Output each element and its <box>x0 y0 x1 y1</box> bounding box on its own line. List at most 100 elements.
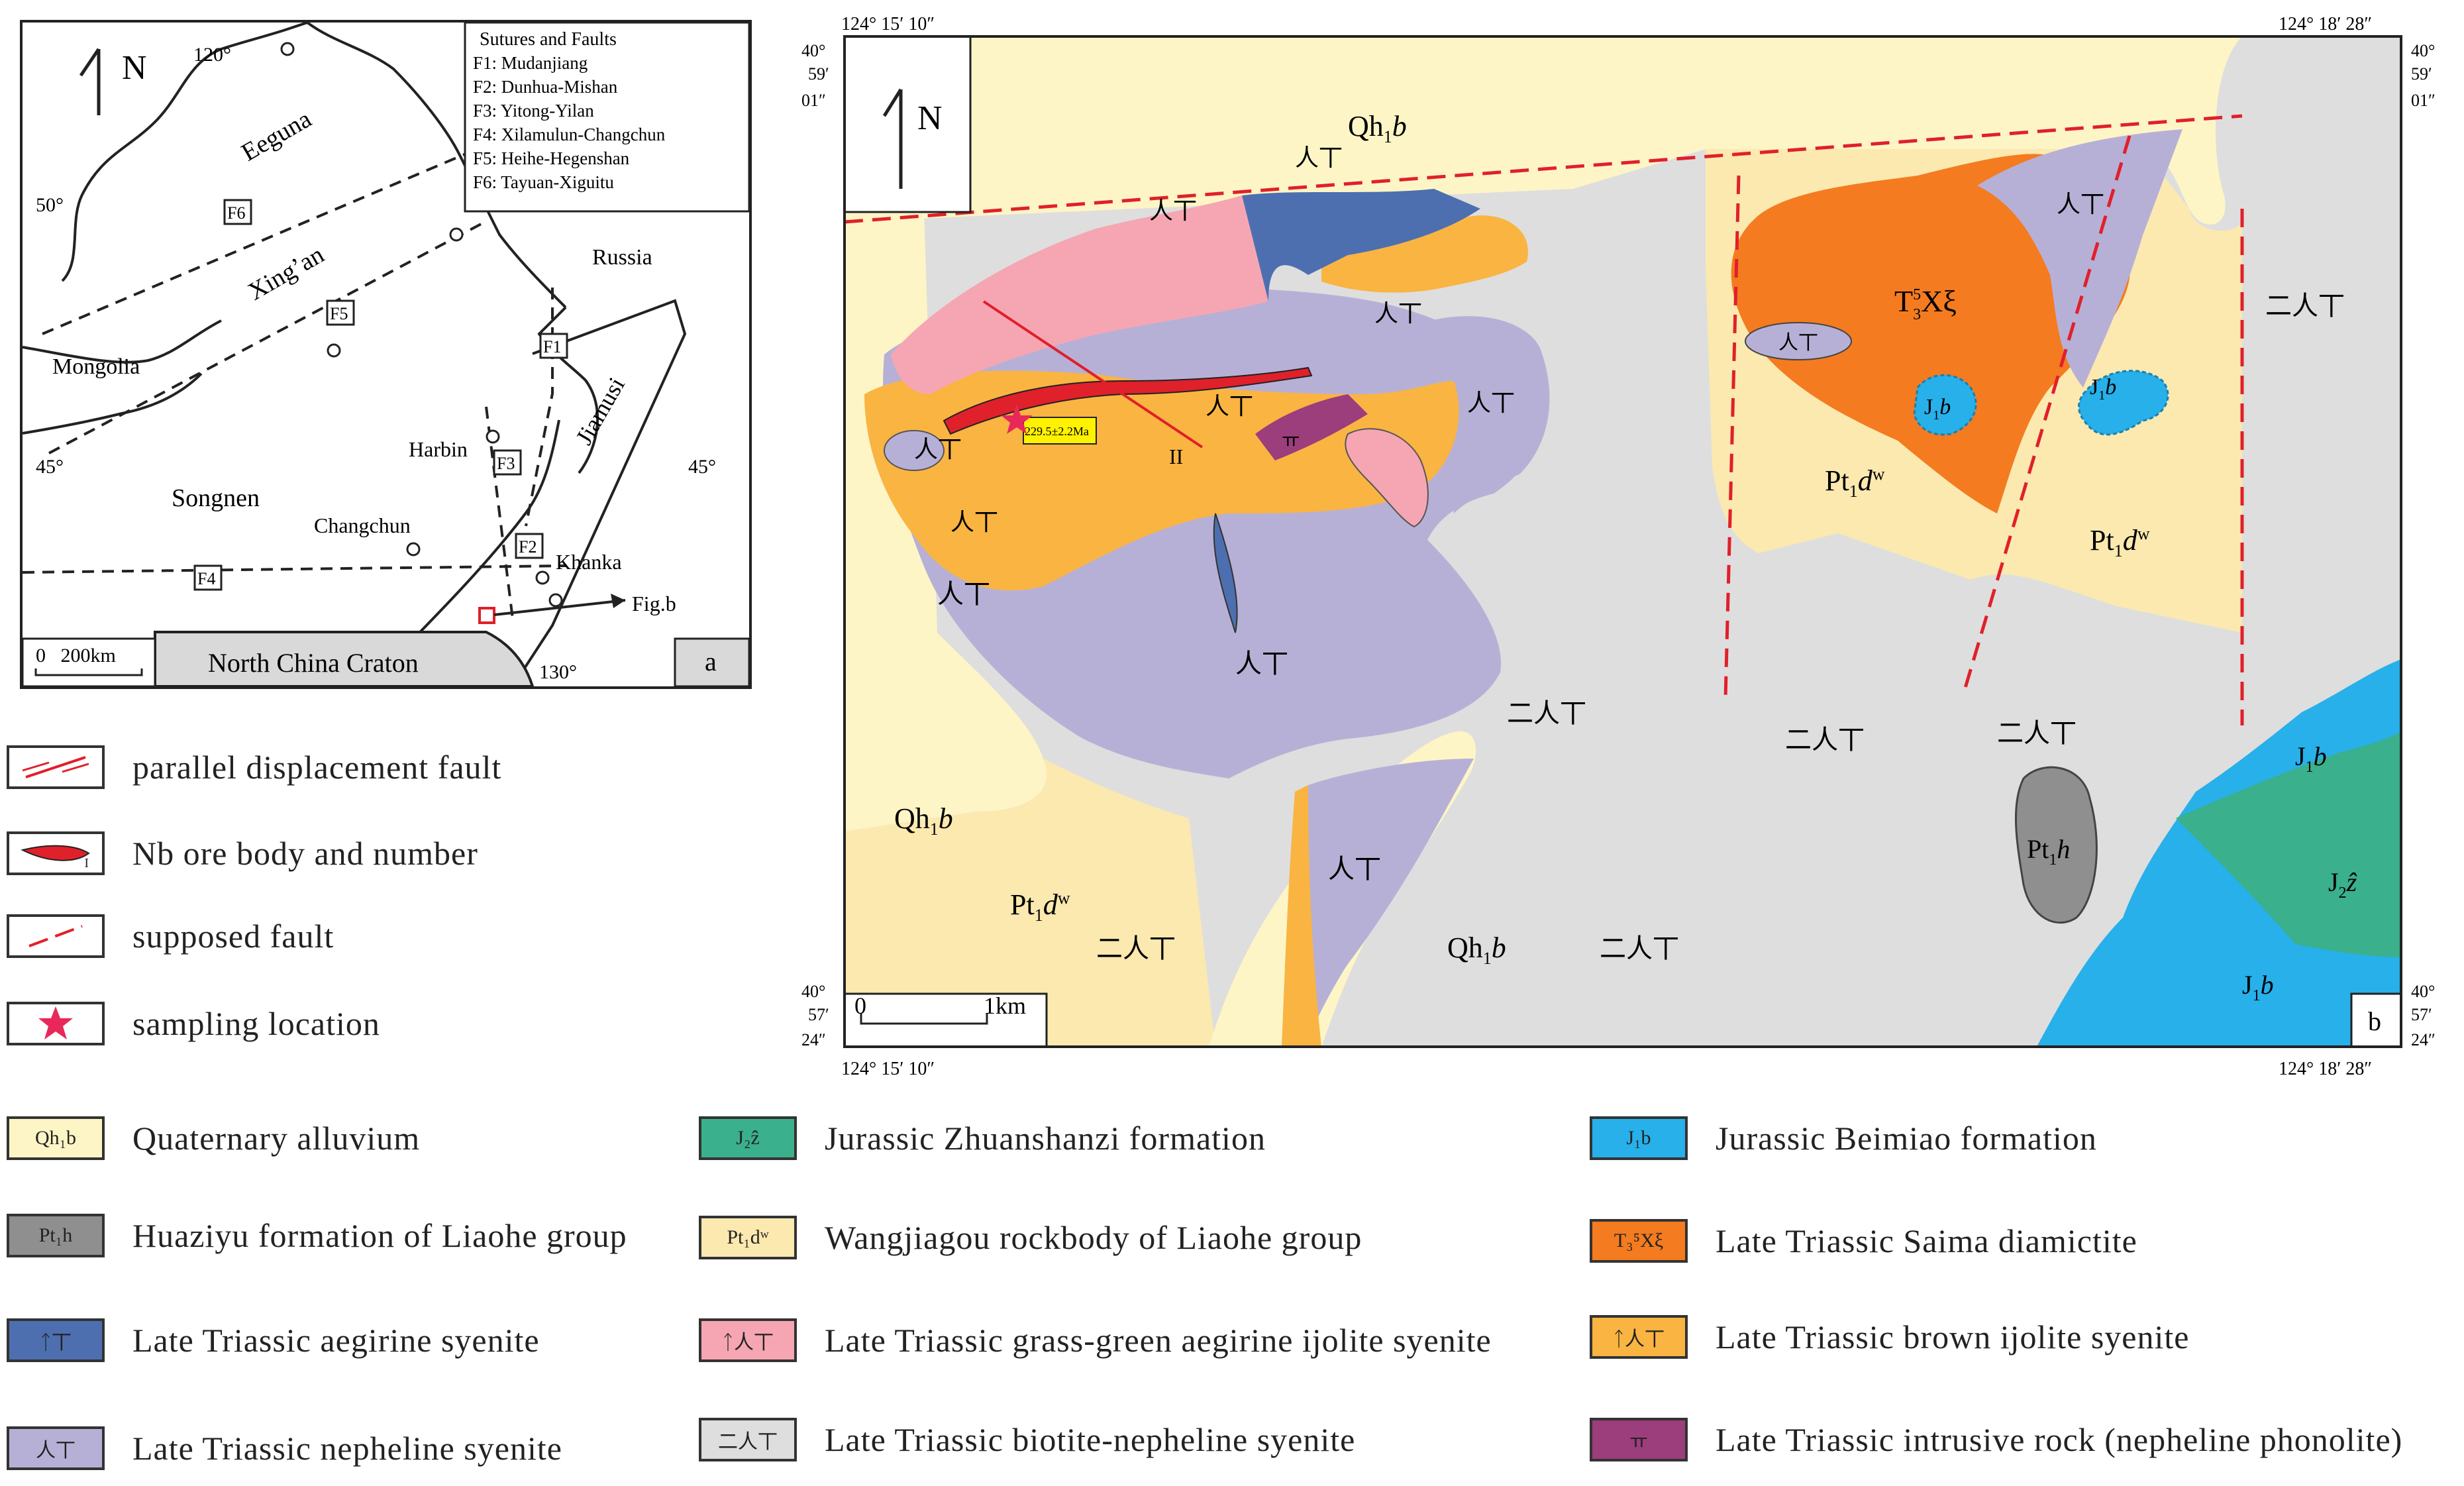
north-arrow-barb-b <box>882 88 903 117</box>
north-arrow-box <box>843 35 972 213</box>
legend-label: Late Triassic brown ijolite syenite <box>1716 1318 2190 1355</box>
ore-body-icon <box>21 845 90 861</box>
legend-parallel-fault: parallel displacement fault <box>7 745 501 789</box>
nb-ore-body <box>943 366 1313 435</box>
legend-unit: Pt₁dʷ Wangjiagou rockbody of Liaohe grou… <box>699 1216 1362 1259</box>
unit-aegirine-sliver <box>1213 513 1238 633</box>
lat-45-left-label: 45° <box>36 456 64 478</box>
legend-unit: 人丅 Late Triassic nepheline syenite <box>7 1426 562 1470</box>
lat-top-right: 40° 59′ 01″ <box>2411 41 2436 110</box>
label-ptdw-left: Pt1dw <box>1010 888 1070 925</box>
symbol-biotite: 二人丅 <box>2265 291 2345 321</box>
unit-nepheline-top-right <box>1977 129 2182 388</box>
lat-bottom-left: 40° 57′ 24″ <box>801 982 829 1049</box>
unit-swatch: ㅠ <box>1590 1418 1688 1461</box>
label-ptdw-right: Pt1dw <box>2090 524 2150 560</box>
symbol-nepheline: 人丅 <box>1467 390 1515 416</box>
label-craton: North China Craton <box>208 648 419 678</box>
label-songnen: Songnen <box>172 484 260 512</box>
legend-label: Nb ore body and number <box>132 835 478 872</box>
svg-text:F6: F6 <box>227 203 245 223</box>
label-jb-upper: J1b <box>2295 741 2327 776</box>
fault-box-f1: F1 <box>539 333 568 359</box>
legend-label: Late Triassic nepheline syenite <box>132 1430 562 1467</box>
unit-swatch: ᛏ丅 <box>7 1318 105 1362</box>
coord-bottom-right: 124° 18′ 28″ <box>2279 1059 2372 1079</box>
unit-huaziyu <box>2015 766 2098 924</box>
legend-unit: Pt₁h Huaziyu formation of Liaohe group <box>7 1214 627 1257</box>
supposed-fault-icon <box>28 925 83 947</box>
scale-zero-b: 0 <box>854 992 866 1019</box>
city-marker <box>327 343 341 358</box>
legend-label: parallel displacement fault <box>132 749 502 786</box>
city-marker <box>486 429 500 444</box>
supposed-fault-middle <box>1962 135 2131 693</box>
lat-45-right-label: 45° <box>688 456 716 478</box>
star-icon <box>38 1006 73 1039</box>
legend-unit: T₃⁵Xξ Late Triassic Saima diamictite <box>1590 1219 2137 1263</box>
mongolia-border <box>22 372 203 435</box>
legend-label: Jurassic Beimiao formation <box>1716 1120 2097 1157</box>
ore-number-label: II <box>1169 445 1183 468</box>
label-pth: Pt1h <box>2027 834 2070 869</box>
svg-text:24″: 24″ <box>801 1030 826 1049</box>
legend-unit: ᛏ人丅 Late Triassic brown ijolite syenite <box>1590 1315 2189 1359</box>
label-eeguna: Eeguna <box>237 105 317 166</box>
index-map-panel: N 50° 45° 45° 120° 130° Eeguna Xing’an R… <box>20 20 752 689</box>
svg-text:F5: F5 <box>330 304 348 323</box>
legend-ore-body: I Nb ore body and number <box>7 831 478 875</box>
unit-quaternary-top <box>845 36 2242 225</box>
arrowhead-icon <box>611 594 625 608</box>
suture-f6: F6: Tayuan-Xiguitu <box>473 172 614 192</box>
north-label: N <box>122 49 147 87</box>
label-xingan: Xing’an <box>244 240 329 306</box>
supposed-fault-swatch <box>7 914 105 958</box>
coord-top-left: 124° 15′ 10″ <box>841 14 935 34</box>
unit-swatch: Qh₁b <box>7 1116 105 1160</box>
legend-label: Wangjiagou rockbody of Liaohe group <box>825 1219 1362 1256</box>
fault-box-f5: F5 <box>326 299 355 326</box>
parallel-fault-line <box>982 300 1204 449</box>
label-jiamusi: Jiamusi <box>570 373 630 449</box>
svg-text:59′: 59′ <box>2411 64 2432 83</box>
legend-label: Late Triassic biotite-nepheline syenite <box>825 1421 1356 1458</box>
unit-brown-ijolite-bottom <box>1282 785 1321 1047</box>
label-changchun: Changchun <box>314 513 411 537</box>
symbol-nepheline: 人丅 <box>1374 300 1422 327</box>
legend-unit: J₁b Jurassic Beimiao formation <box>1590 1116 2097 1160</box>
russia-border <box>306 21 567 309</box>
svg-text:01″: 01″ <box>2411 91 2436 110</box>
symbol-biotite: 二人丅 <box>1507 698 1586 728</box>
unit-beimiao-small-right <box>2077 370 2169 436</box>
legend-label: Late Triassic Saima diamictite <box>1716 1222 2137 1259</box>
lat-top-left: 40° 59′ 01″ <box>801 41 829 110</box>
panel-letter-a: a <box>705 647 717 676</box>
scale-bar-b <box>860 1014 988 1025</box>
legend-label: Quaternary alluvium <box>132 1120 421 1157</box>
country-border <box>61 21 308 282</box>
geological-map-svg: 124° 15′ 10″ 124° 18′ 28″ 124° 15′ 10″ 1… <box>801 14 2436 1079</box>
label-russia: Russia <box>592 245 652 270</box>
symbol-phonolite: ㅠ <box>1282 430 1300 452</box>
mongolia-border-2 <box>22 319 222 364</box>
legend-unit: ᛏ人丅 Late Triassic grass-green aegirine i… <box>699 1318 1492 1362</box>
unit-swatch: 人丅 <box>7 1426 105 1470</box>
suture-f5: F5: Heihe-Hegenshan <box>473 148 630 168</box>
svg-text:59′: 59′ <box>808 64 829 83</box>
legend-supposed-fault: supposed fault <box>7 914 334 958</box>
unit-green-aegirine-ijolite <box>891 195 1268 394</box>
unit-swatch: T₃⁵Xξ <box>1590 1219 1688 1263</box>
legend-label: Jurassic Zhuanshanzi formation <box>825 1120 1266 1157</box>
svg-text:F2: F2 <box>519 537 537 557</box>
svg-text:24″: 24″ <box>2411 1030 2436 1049</box>
sampling-star-icon <box>1001 404 1033 434</box>
unit-brown-ijolite-upper <box>1321 215 1528 293</box>
label-jb-small-right: J1b <box>2090 375 2116 403</box>
symbol-nepheline: 人丅 <box>1295 144 1343 171</box>
svg-text:40°: 40° <box>2411 982 2435 1001</box>
ore-body-number: I <box>84 856 89 871</box>
lat-50-label: 50° <box>36 194 64 216</box>
legend-label: Late Triassic intrusive rock (nepheline … <box>1716 1421 2403 1458</box>
lon-120-label: 120° <box>193 44 231 66</box>
